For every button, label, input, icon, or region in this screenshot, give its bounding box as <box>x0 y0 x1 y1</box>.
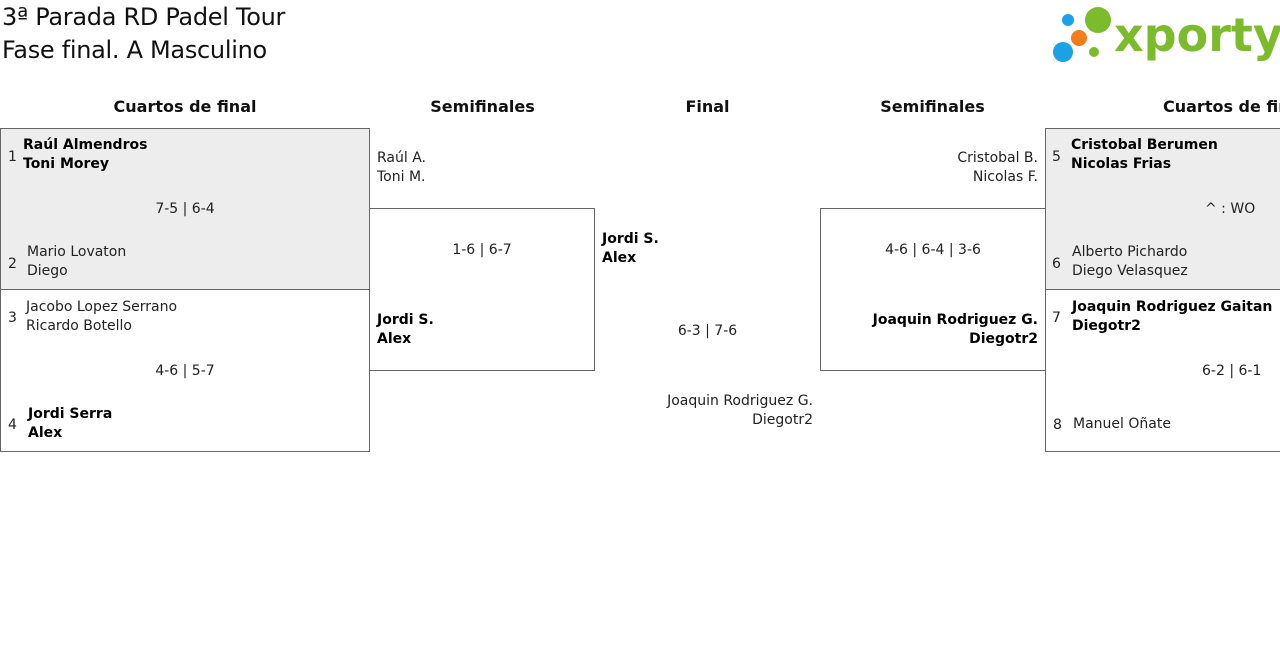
tournament-title: 3ª Parada RD Padel Tour <box>2 3 286 31</box>
finalist-name: Joaquin Rodriguez G. <box>667 393 813 409</box>
player-name: Jordi Serra <box>28 406 113 422</box>
logo-wordmark: xporty <box>1114 8 1280 62</box>
match-box-left-qf2[interactable]: 3 Jacobo Lopez Serrano Ricardo Botello 4… <box>0 289 370 452</box>
player-name: Jacobo Lopez Serrano <box>26 299 178 315</box>
player-name: Joaquin Rodriguez G. <box>872 312 1038 328</box>
player-name: Manuel Oñate <box>1073 416 1171 432</box>
match-score: ^ : WO <box>1205 201 1256 217</box>
player-name: Joaquin Rodriguez Gaitan <box>1072 299 1273 315</box>
finalist-name: Jordi S. <box>602 231 659 247</box>
match-score: 1-6 | 6-7 <box>452 242 512 258</box>
player-name: Toni Morey <box>23 156 110 172</box>
round-label-left-semis: Semifinales <box>430 97 535 116</box>
match-box-right-qf1[interactable]: 5 Cristobal Berumen Nicolas Frias ^ : WO… <box>1045 128 1280 290</box>
seed-number: 8 <box>1053 417 1062 433</box>
round-label-left-quarters: Cuartos de final <box>113 97 257 116</box>
player-name: Toni M. <box>377 169 426 185</box>
logo-dots-icon <box>1053 7 1111 62</box>
seed-number: 6 <box>1052 256 1061 272</box>
round-label-final: Final <box>685 97 730 116</box>
player-name: Nicolas Frias <box>1071 156 1172 172</box>
player-name: Diegotr2 <box>969 331 1038 347</box>
player-name: Diegotr2 <box>1072 318 1141 334</box>
round-label-right-semis: Semifinales <box>880 97 985 116</box>
player-name: Raúl A. <box>377 150 426 166</box>
finalist-name: Diegotr2 <box>752 412 813 428</box>
match-score: 7-5 | 6-4 <box>155 201 215 217</box>
player-name: Alex <box>377 331 412 347</box>
player-name: Nicolas F. <box>972 169 1038 185</box>
match-score: 4-6 | 5-7 <box>155 363 215 379</box>
match-score: 6-2 | 6-1 <box>1202 363 1262 379</box>
xporty-logo[interactable]: xporty <box>1050 4 1280 66</box>
match-score: 4-6 | 6-4 | 3-6 <box>885 242 981 258</box>
player-name: Jordi S. <box>377 312 434 328</box>
final-score: 6-3 | 7-6 <box>677 323 738 339</box>
player-name: Cristobal Berumen <box>1071 137 1218 153</box>
match-box-right-sf[interactable]: 4-6 | 6-4 | 3-6 Joaquin Rodriguez G. Die… <box>820 208 1046 371</box>
seed-number: 1 <box>8 149 17 165</box>
player-name: Diego <box>27 263 68 279</box>
match-box-left-qf1[interactable]: 1 Raúl Almendros Toni Morey 7-5 | 6-4 2 … <box>0 128 370 290</box>
match-box-left-sf[interactable]: 1-6 | 6-7 Jordi S. Alex <box>369 208 595 371</box>
seed-number: 5 <box>1052 149 1061 165</box>
seed-number: 2 <box>8 256 17 272</box>
phase-title: Fase final. A Masculino <box>2 36 267 64</box>
player-name: Alberto Pichardo <box>1072 244 1188 260</box>
finalist-name: Alex <box>602 250 637 266</box>
seed-number: 4 <box>8 417 17 433</box>
match-box-right-qf2[interactable]: 7 Joaquin Rodriguez Gaitan Diegotr2 6-2 … <box>1045 289 1280 452</box>
player-name: Mario Lovaton <box>27 244 127 260</box>
player-name: Raúl Almendros <box>23 137 148 153</box>
player-name: Alex <box>28 425 63 441</box>
player-name: Ricardo Botello <box>26 318 132 334</box>
round-label-right-quarters: Cuartos de final <box>1163 97 1280 116</box>
player-name: Cristobal B. <box>957 150 1038 166</box>
seed-number: 7 <box>1052 310 1061 326</box>
seed-number: 3 <box>8 310 17 326</box>
player-name: Diego Velasquez <box>1072 263 1188 279</box>
